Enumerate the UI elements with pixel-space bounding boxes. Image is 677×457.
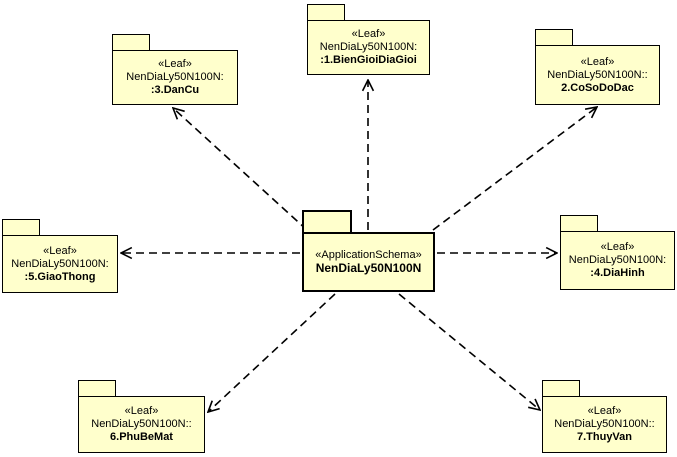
package-name: 6.PhuBeMat	[110, 431, 173, 443]
package-namespace: NenDiaLy50N100N:	[568, 254, 667, 266]
package-tab	[542, 380, 580, 397]
package-name: :1.BienGioiDiaGioi	[320, 54, 417, 66]
package-stereotype: «Leaf»	[124, 405, 159, 417]
package-body: «Leaf» NenDiaLy50N100N: :4.DiaHinh	[560, 231, 675, 290]
package-body: «Leaf» NenDiaLy50N100N: :1.BienGioiDiaGi…	[307, 20, 430, 75]
package-namespace: NenDiaLy50N100N:	[319, 41, 418, 53]
package-stereotype: «Leaf»	[600, 241, 635, 253]
package-stereotype: «Leaf»	[351, 28, 386, 40]
package-body: «Leaf» NenDiaLy50N100N: :5.GiaoThong	[2, 235, 118, 293]
package-namespace: NenDiaLy50N100N::	[547, 68, 648, 81]
package-tab	[535, 29, 573, 46]
package-body: «Leaf» NenDiaLy50N100N:: 6.PhuBeMat	[78, 396, 205, 453]
package-tab	[78, 380, 116, 397]
dependency-arrow-cosododac	[432, 107, 597, 231]
package-tab	[2, 219, 40, 236]
package-stereotype: «Leaf»	[43, 244, 77, 257]
package-body: «ApplicationSchema» NenDiaLy50N100N	[302, 232, 435, 292]
package-tab	[112, 34, 150, 51]
dependency-arrow-phubemat	[208, 293, 336, 412]
package-name: NenDiaLy50N100N	[315, 261, 422, 275]
package-namespace: NenDiaLy50N100N:	[126, 71, 224, 83]
package-tab	[560, 215, 598, 232]
package-stereotype: «Leaf»	[158, 58, 192, 70]
package-tab	[307, 4, 345, 21]
package-stereotype: «Leaf»	[587, 405, 622, 417]
package-namespace: NenDiaLy50N100N::	[554, 418, 655, 430]
package-body: «Leaf» NenDiaLy50N100N:: 7.ThuyVan	[542, 396, 667, 453]
package-body: «Leaf» NenDiaLy50N100N: :3.DanCu	[112, 50, 238, 105]
package-namespace: NenDiaLy50N100N:	[11, 257, 109, 270]
package-name: 2.CoSoDoDac	[561, 81, 634, 94]
dependency-arrow-thuyvan	[398, 293, 540, 410]
dependency-arrow-dancu	[173, 108, 308, 231]
package-name: :3.DanCu	[150, 84, 200, 96]
package-name: :4.DiaHinh	[590, 267, 645, 279]
package-name: 7.ThuyVan	[576, 431, 633, 443]
package-name: :5.GiaoThong	[24, 270, 96, 283]
package-stereotype: «Leaf»	[580, 55, 615, 68]
package-tab	[302, 210, 352, 233]
package-namespace: NenDiaLy50N100N::	[91, 418, 192, 430]
package-body: «Leaf» NenDiaLy50N100N:: 2.CoSoDoDac	[535, 45, 660, 105]
package-stereotype: «ApplicationSchema»	[315, 249, 422, 261]
